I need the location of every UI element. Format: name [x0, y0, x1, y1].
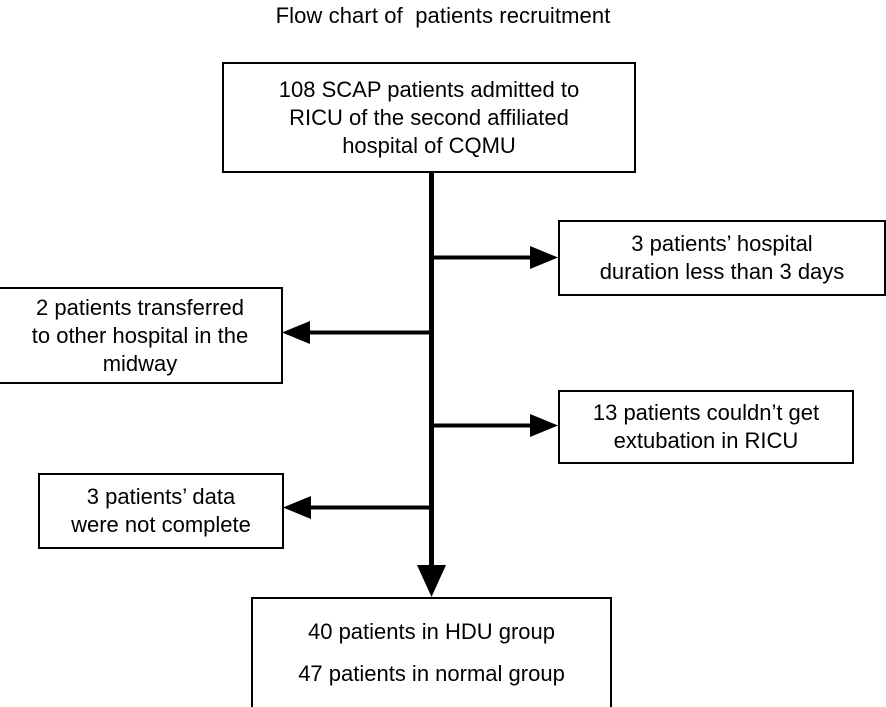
node-result-line-2: 47 patients in normal group [298, 661, 565, 686]
node-excl-extubation-line-1: 13 patients couldn’t get [592, 400, 820, 425]
arrowhead-right-excl-duration [530, 246, 558, 269]
node-excl-duration-line-1: 3 patients’ hospital [631, 231, 813, 256]
arrowhead-down-to-result [417, 565, 446, 597]
node-source-cohort: 108 SCAP patients admitted to RICU of th… [222, 62, 636, 173]
node-source-line-3: hospital of CQMU [342, 132, 516, 158]
node-excl-extubation-line-2: extubation in RICU [613, 428, 799, 453]
node-exclusion-incomplete-data: 3 patients’ data were not complete [38, 473, 284, 549]
node-source-line-2: RICU of the second affiliated [289, 104, 569, 130]
node-excl-incomplete-line-2: were not complete [71, 512, 251, 537]
node-exclusion-no-extubation: 13 patients couldn’t get extubation in R… [558, 390, 854, 464]
arrowhead-left-excl-incomplete [283, 496, 311, 519]
node-exclusion-short-duration: 3 patients’ hospital duration less than … [558, 220, 886, 296]
node-final-groups: 40 patients in HDU group 47 patients in … [251, 597, 612, 707]
node-excl-transferred-line-3: midway [102, 350, 178, 376]
node-excl-duration-line-2: duration less than 3 days [599, 259, 845, 284]
arrowhead-left-excl-transferred [282, 321, 310, 344]
arrowhead-right-excl-extubation [530, 414, 558, 437]
node-excl-transferred-line-2: to other hospital in the [31, 322, 249, 348]
node-result-line-1: 40 patients in HDU group [307, 619, 556, 644]
node-exclusion-transferred: 2 patients transferred to other hospital… [0, 287, 283, 384]
node-source-line-1: 108 SCAP patients admitted to [278, 76, 580, 102]
node-excl-incomplete-line-1: 3 patients’ data [86, 484, 236, 509]
node-excl-transferred-line-1: 2 patients transferred [36, 294, 244, 320]
page-title: Flow chart of patients recruitment [275, 3, 611, 28]
